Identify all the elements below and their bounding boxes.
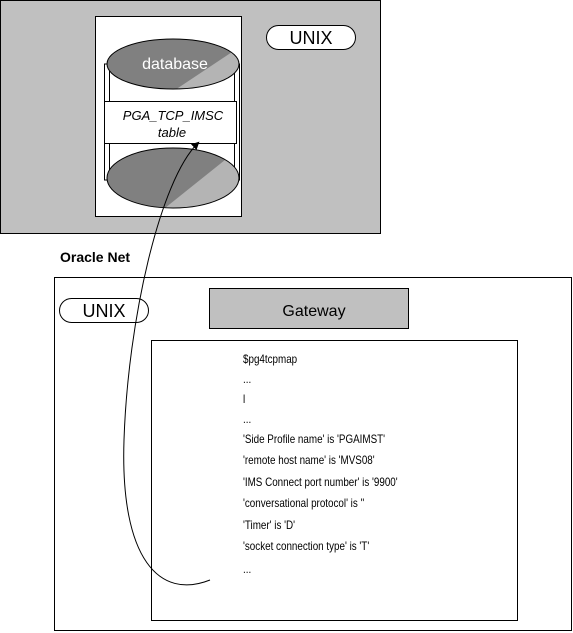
terminal-line: l — [243, 392, 246, 406]
terminal-line: 'conversational protocol' is '' — [243, 496, 365, 510]
table-word-label: table — [158, 125, 186, 140]
terminal-line: $pg4tcpmap — [243, 352, 298, 366]
terminal-line: 'Side Profile name' is 'PGAIMST' — [243, 432, 386, 446]
top-unix-label: UNIX — [289, 28, 332, 48]
terminal-box — [151, 340, 518, 621]
gateway-label: Gateway — [282, 303, 345, 320]
terminal-line: 'IMS Connect port number' is '9900' — [243, 475, 398, 489]
oracle-net-connection-arrow — [123, 141, 211, 586]
bottom-unix-label: UNIX — [82, 301, 125, 321]
bottom-unix-pill — [59, 298, 149, 323]
terminal-line: ... — [243, 372, 252, 386]
database-label: database — [142, 56, 208, 73]
terminal-line: 'remote host name' is 'MVS08' — [243, 453, 375, 467]
terminal-line: 'Timer' is 'D' — [243, 518, 295, 532]
terminal-line: ... — [243, 562, 252, 576]
terminal-line: ... — [243, 412, 252, 426]
gateway-box — [209, 288, 409, 329]
terminal-line: 'socket connection type' is 'T' — [243, 539, 370, 553]
oracle-net-label: Oracle Net — [60, 249, 130, 265]
table-name-label: PGA_TCP_IMSC — [123, 108, 224, 123]
top-unix-pill — [266, 25, 356, 50]
table-label-box — [104, 101, 237, 144]
